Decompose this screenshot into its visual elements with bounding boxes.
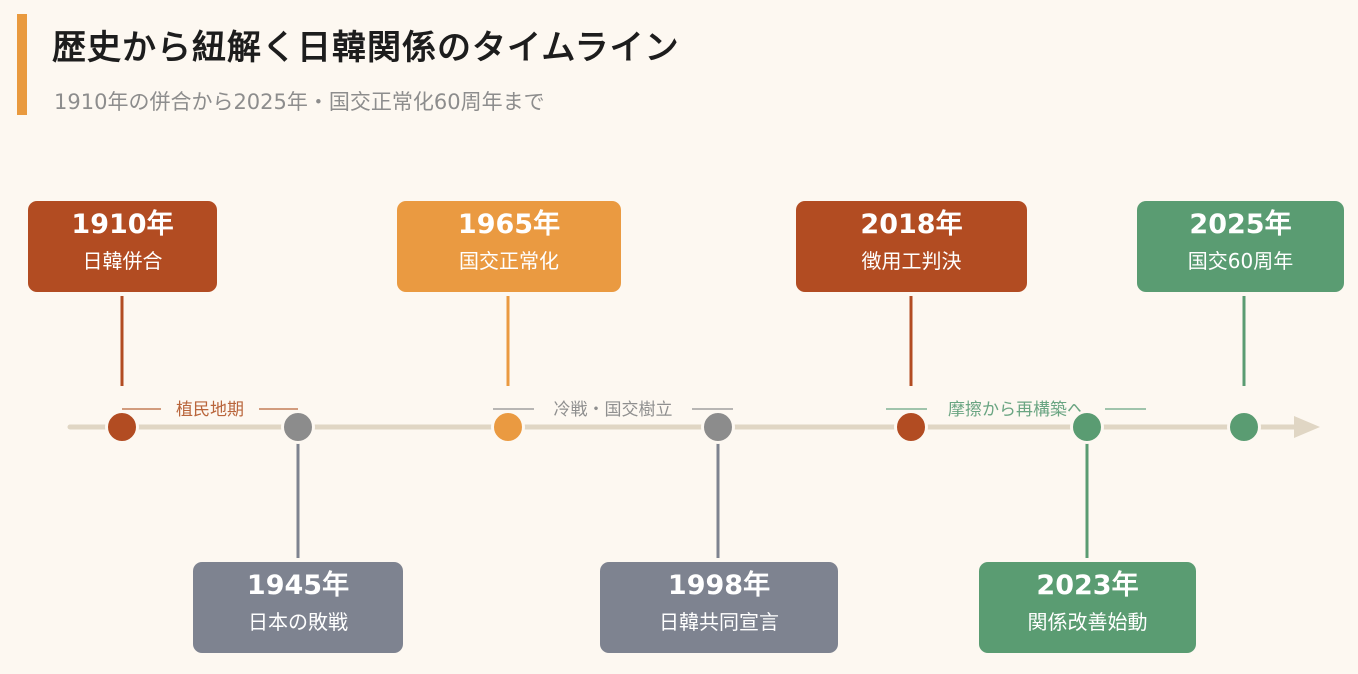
period-label: 摩擦から再構築へ xyxy=(948,400,1084,420)
event-box: 2018年徴用工判決 xyxy=(796,201,1027,292)
event-label: 関係改善始動 xyxy=(1027,610,1148,634)
event-year: 1965年 xyxy=(457,209,561,240)
event-dot xyxy=(105,410,139,444)
event-box: 1998年日韓共同宣言 xyxy=(600,562,838,653)
event-year: 2018年 xyxy=(860,209,963,240)
event-box: 2025年国交60周年 xyxy=(1137,201,1344,292)
event-label: 日本の敗戦 xyxy=(248,610,348,634)
event-box: 2023年関係改善始動 xyxy=(979,562,1196,653)
period-label: 冷戦・国交樹立 xyxy=(554,400,673,420)
event-box: 1965年国交正常化 xyxy=(397,201,621,292)
event-year: 2023年 xyxy=(1036,570,1139,601)
event-year: 1945年 xyxy=(246,570,350,601)
event-label: 日韓併合 xyxy=(82,249,163,273)
period-label: 植民地期 xyxy=(176,400,244,420)
event-dot xyxy=(1227,410,1261,444)
event-label: 日韓共同宣言 xyxy=(659,610,779,634)
page-subtitle: 1910年の併合から2025年・国交正常化60周年まで xyxy=(54,90,545,114)
page-title: 歴史から紐解く日韓関係のタイムライン xyxy=(52,28,680,68)
event-dot xyxy=(1070,410,1104,444)
event-dot xyxy=(281,410,315,444)
event-dot xyxy=(701,410,735,444)
event-label: 徴用工判決 xyxy=(861,249,962,273)
event-dot xyxy=(491,410,525,444)
event-year: 1910年 xyxy=(71,209,174,240)
event-label: 国交正常化 xyxy=(459,249,559,273)
event-dot xyxy=(894,410,928,444)
event-box: 1910年日韓併合 xyxy=(28,201,217,292)
event-year: 2025年 xyxy=(1189,209,1292,240)
title-accent-bar xyxy=(17,14,27,115)
timeline-arrowhead xyxy=(1294,416,1320,438)
event-label: 国交60周年 xyxy=(1187,249,1294,273)
event-year: 1998年 xyxy=(667,570,771,601)
event-box: 1945年日本の敗戦 xyxy=(193,562,403,653)
